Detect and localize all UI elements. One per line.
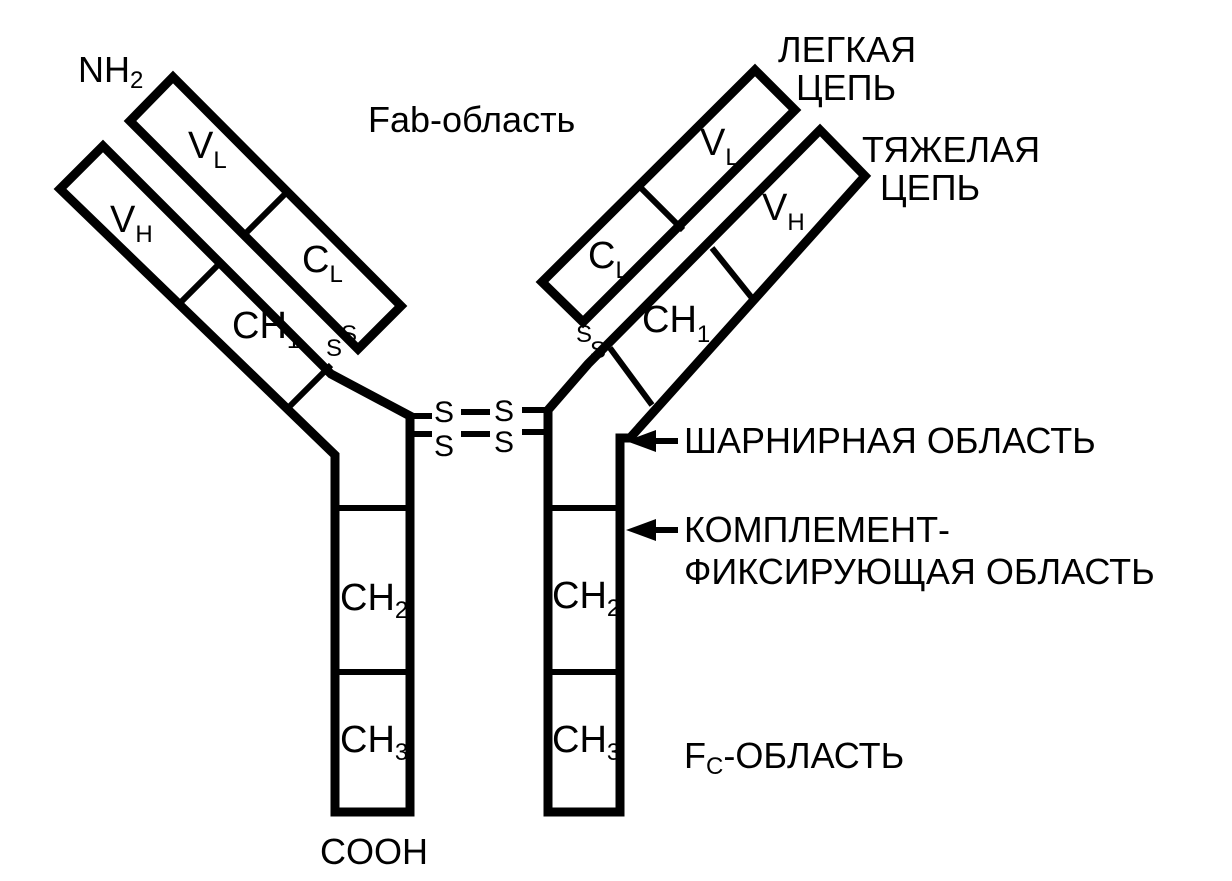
left-light-chain — [123, 70, 408, 356]
fc-region-label: FC-ОБЛАСТЬ — [684, 735, 904, 780]
right-heavy-chain — [543, 123, 872, 817]
right-vh-label: VH — [762, 187, 805, 236]
light-chain-label-line2: ЦЕПЬ — [796, 67, 896, 108]
complement-arrow — [626, 519, 678, 541]
left-ch1-label: CH1 — [232, 305, 300, 354]
heavy-chain-label-line1: ТЯЖЕЛАЯ — [862, 129, 1040, 170]
right-ch3-label: CH3 — [552, 719, 620, 766]
complement-region-label-line1: КОМПЛЕМЕНТ- — [684, 509, 950, 550]
complement-region-label-line2: ФИКСИРУЮЩАЯ ОБЛАСТЬ — [684, 551, 1155, 592]
left-heavy-chain — [53, 139, 415, 817]
hinge-sulfur-1: S — [434, 396, 454, 429]
heavy-chain-label-line2: ЦЕПЬ — [880, 167, 980, 208]
hinge-region-label: ШАРНИРНАЯ ОБЛАСТЬ — [684, 420, 1096, 461]
right-arm-disulfide: S S — [576, 321, 606, 364]
left-ch2-label: CH2 — [340, 577, 408, 624]
right-ch2-label: CH2 — [552, 575, 620, 622]
right-ch1-label: CH1 — [642, 299, 710, 348]
hinge-sulfur-2: S — [494, 395, 514, 428]
hinge-arrow — [626, 430, 678, 452]
svg-text:S: S — [590, 337, 606, 364]
light-chain-label-line1: ЛЕГКАЯ — [778, 29, 916, 70]
right-light-chain — [535, 63, 802, 329]
hinge-sulfur-3: S — [434, 430, 454, 463]
svg-text:S: S — [341, 321, 357, 348]
right-vl-label: VL — [700, 122, 739, 171]
cooh-terminus-label: COOH — [320, 831, 428, 872]
right-cl-label: CL — [588, 235, 629, 284]
left-arm-disulfide: S S — [326, 321, 357, 362]
left-cl-label: CL — [302, 239, 343, 288]
hinge-sulfur-4: S — [494, 426, 514, 459]
left-vh-label: VH — [110, 199, 153, 248]
nh2-terminus-label: NH2 — [78, 49, 143, 94]
left-vl-label: VL — [188, 125, 227, 174]
svg-text:S: S — [576, 321, 592, 348]
hinge-disulfide-bonds: S S S S — [410, 395, 548, 463]
left-ch3-label: CH3 — [340, 719, 408, 766]
fab-region-label: Fab-область — [368, 99, 575, 140]
svg-text:S: S — [326, 335, 342, 362]
